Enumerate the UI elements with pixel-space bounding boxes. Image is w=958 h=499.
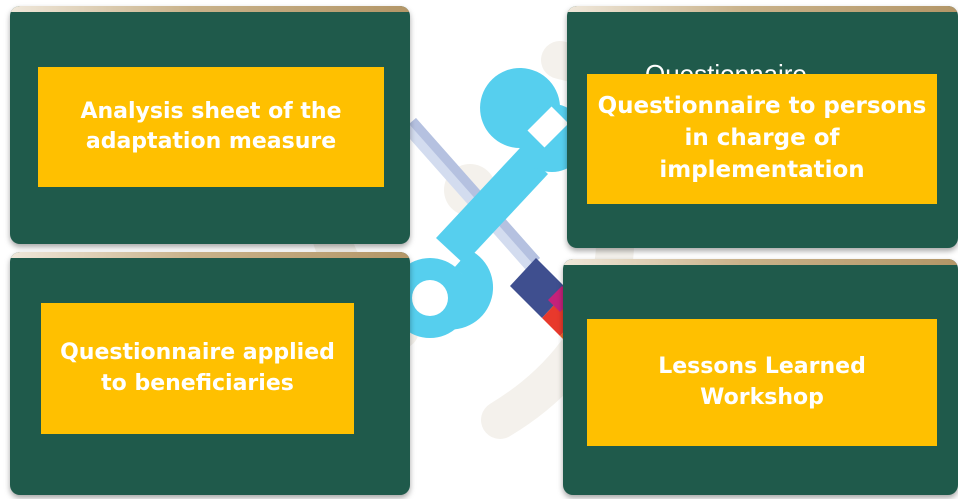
implementation-questionnaire-label: Questionnaire to persons in charge of im… (587, 74, 937, 204)
screwdriver-shaft (402, 118, 540, 270)
card-beneficiaries-questionnaire: Questionnaire applied to beneficiaries (10, 252, 410, 495)
wrench-body (390, 68, 586, 338)
card-analysis-sheet: Analysis sheet of the adaptation measure (10, 6, 410, 244)
beneficiaries-questionnaire-label: Questionnaire applied to beneficiaries (41, 303, 354, 434)
card-lessons-learned: Lessons Learned Workshop (563, 259, 958, 495)
card-implementation-questionnaire: Questionnaire Questionnaire to persons i… (567, 6, 958, 248)
analysis-sheet-label: Analysis sheet of the adaptation measure (38, 67, 384, 187)
lessons-learned-label: Lessons Learned Workshop (587, 319, 937, 446)
